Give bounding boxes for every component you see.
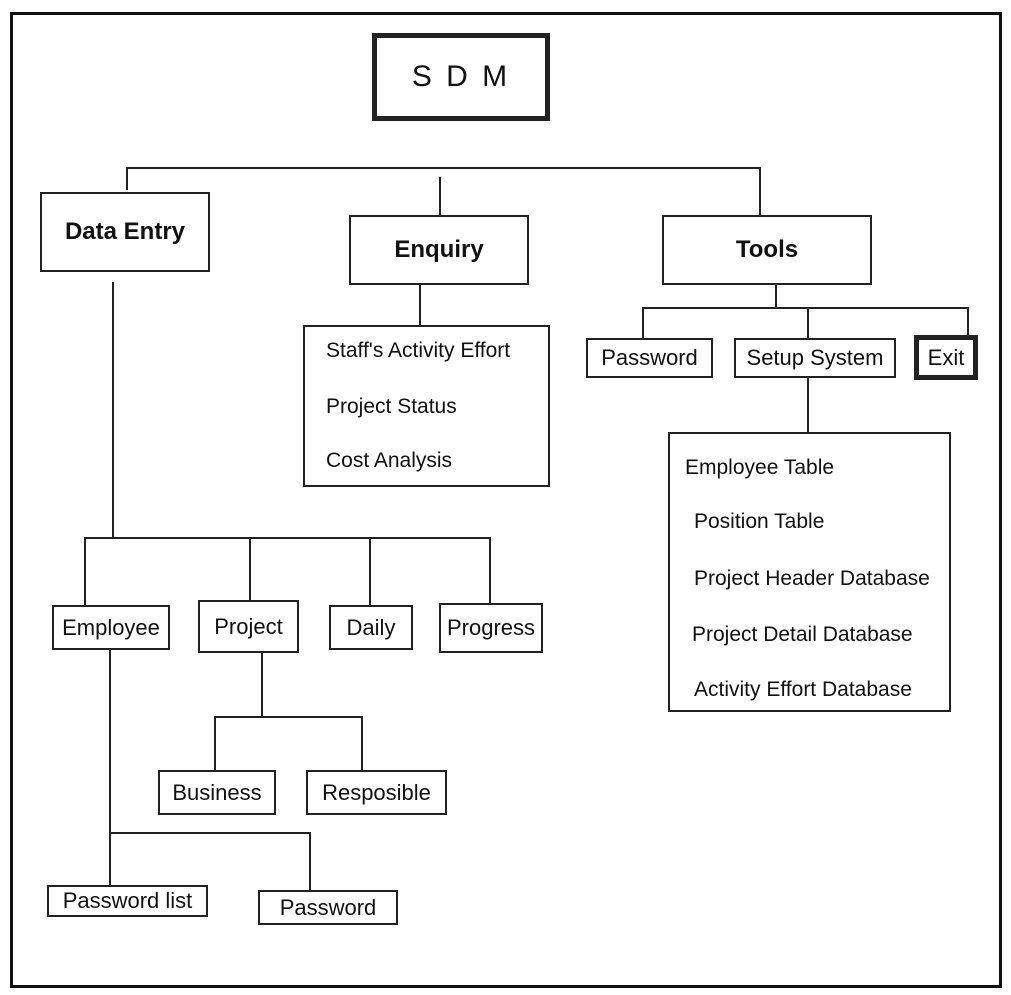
root-label: S D M bbox=[411, 60, 511, 93]
list-item: Project Detail Database bbox=[692, 623, 913, 646]
password-list-node: Password list bbox=[47, 885, 208, 917]
project-node: Project bbox=[198, 600, 299, 653]
setup-system-label: Setup System bbox=[746, 345, 884, 370]
tools-password-label: Password bbox=[601, 345, 698, 370]
business-node: Business bbox=[158, 770, 276, 815]
list-item: Activity Effort Database bbox=[694, 678, 912, 701]
password-list-label: Password list bbox=[62, 888, 193, 913]
enquiry-list: Staff's Activity Effort Project Status C… bbox=[303, 325, 550, 487]
root-node: S D M bbox=[372, 33, 550, 121]
progress-label: Progress bbox=[446, 615, 536, 640]
diagram-frame bbox=[10, 12, 1002, 988]
setup-system-node: Setup System bbox=[734, 338, 896, 378]
business-label: Business bbox=[172, 779, 262, 805]
setup-system-list: Employee Table Position Table Project He… bbox=[668, 432, 951, 712]
list-item: Project Header Database bbox=[694, 567, 930, 590]
responsible-node: Resposible bbox=[306, 770, 447, 815]
list-item: Employee Table bbox=[685, 456, 835, 479]
connector-project-bus bbox=[214, 716, 363, 770]
connector-employee-bus bbox=[110, 832, 311, 890]
connector-data-entry-bus bbox=[84, 537, 491, 605]
data-entry-node: Data Entry bbox=[40, 192, 210, 272]
progress-node: Progress bbox=[439, 603, 543, 653]
responsible-label: Resposible bbox=[322, 779, 431, 805]
employee-password-node: Password bbox=[258, 890, 398, 925]
employee-password-label: Password bbox=[279, 894, 377, 920]
daily-label: Daily bbox=[346, 614, 396, 640]
list-item: Staff's Activity Effort bbox=[326, 339, 511, 362]
exit-node: Exit bbox=[914, 335, 978, 380]
connector-root-bus bbox=[126, 167, 761, 215]
employee-label: Employee bbox=[62, 614, 160, 640]
list-item: Position Table bbox=[694, 510, 825, 533]
employee-node: Employee bbox=[52, 605, 170, 650]
exit-label: Exit bbox=[927, 344, 965, 370]
daily-node: Daily bbox=[329, 605, 413, 650]
enquiry-label: Enquiry bbox=[394, 236, 484, 263]
tools-password-node: Password bbox=[586, 338, 713, 378]
data-entry-label: Data Entry bbox=[64, 218, 186, 245]
list-item: Cost Analysis bbox=[326, 449, 453, 472]
enquiry-node: Enquiry bbox=[349, 215, 529, 285]
project-label: Project bbox=[214, 613, 283, 639]
connector-tools-bus bbox=[642, 307, 969, 340]
tools-node: Tools bbox=[662, 215, 872, 285]
tools-label: Tools bbox=[735, 236, 799, 263]
list-item: Project Status bbox=[326, 395, 457, 418]
